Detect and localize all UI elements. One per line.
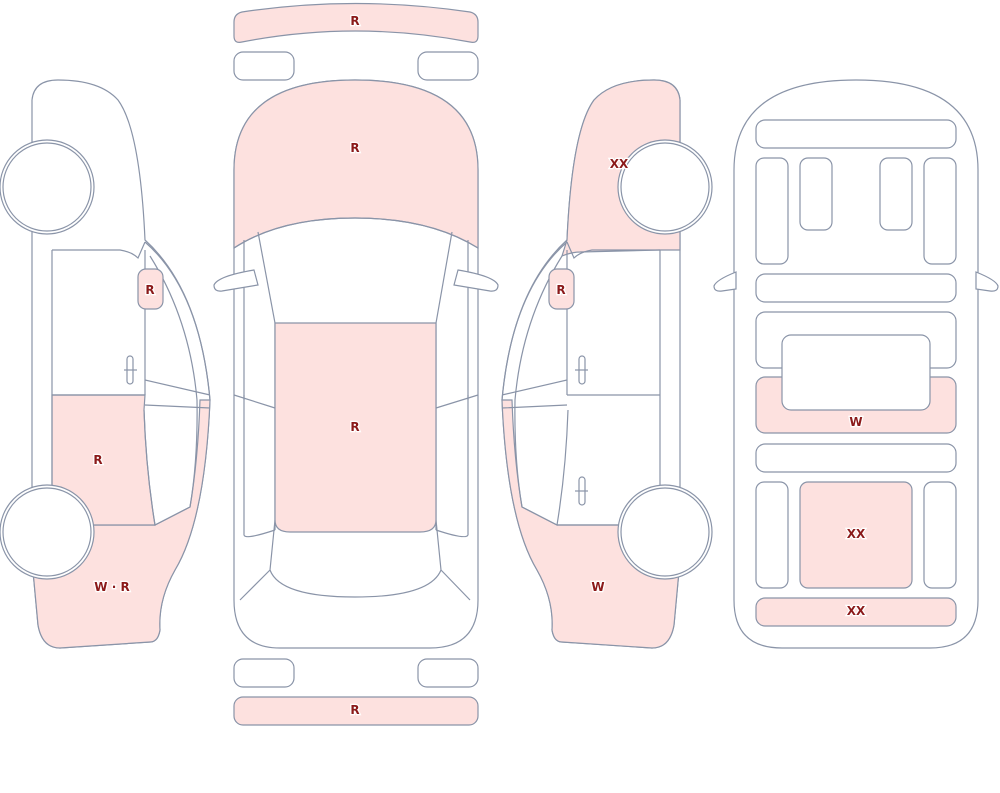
floor-front-right-inner[interactable] xyxy=(879,157,913,231)
floor-rear-right-rail[interactable] xyxy=(923,481,957,589)
rear-window xyxy=(233,394,479,601)
label-floor-trunk: XX xyxy=(847,604,866,618)
left-mirror[interactable] xyxy=(137,268,164,310)
rear-right-light[interactable] xyxy=(417,658,479,688)
label-left-rear-quarter: W · R xyxy=(94,580,129,594)
front-bumper[interactable] xyxy=(233,2,479,43)
label-right-mirror: R xyxy=(556,283,565,297)
right-pillar-lines xyxy=(501,241,568,409)
right-front-wheel xyxy=(617,139,713,235)
label-rear-bumper: R xyxy=(350,703,359,717)
left-side-view: R R W · R xyxy=(0,79,211,649)
underbody-right-mirror xyxy=(975,271,999,292)
floor-trunk-panel[interactable] xyxy=(755,597,957,627)
left-pillar-lines xyxy=(144,241,211,409)
floor-front-left-inner[interactable] xyxy=(799,157,833,231)
label-hood: R xyxy=(350,141,359,155)
floor-center-tunnel[interactable] xyxy=(781,334,931,411)
front-right-light[interactable] xyxy=(417,51,479,81)
label-roof: R xyxy=(350,420,359,434)
right-rear-wheel xyxy=(617,484,713,580)
left-front-wheel xyxy=(0,139,95,235)
label-floor-rear: XX xyxy=(847,527,866,541)
right-door-frame xyxy=(514,241,661,526)
rear-left-light[interactable] xyxy=(233,658,295,688)
rear-bumper[interactable] xyxy=(233,696,479,726)
left-rear-wheel xyxy=(0,484,95,580)
underbody-left-mirror xyxy=(713,271,737,292)
top-right-mirror[interactable] xyxy=(453,269,499,292)
label-front-bumper: R xyxy=(350,14,359,28)
left-rear-quarter-panel[interactable] xyxy=(31,399,211,649)
left-door-frame xyxy=(51,241,198,526)
top-view: R R R R xyxy=(213,2,499,726)
right-rear-quarter-panel[interactable] xyxy=(501,399,681,649)
label-right-front-fender: XX xyxy=(610,157,629,171)
floor-front-crossmember[interactable] xyxy=(755,119,957,149)
label-left-rear-door: R xyxy=(93,453,102,467)
floor-front-left-rail[interactable] xyxy=(755,157,789,265)
floor-dash-panel[interactable] xyxy=(755,273,957,303)
label-right-rear-quarter: W xyxy=(591,580,604,594)
floor-rear-crossmember[interactable] xyxy=(755,443,957,473)
label-left-mirror: R xyxy=(145,283,154,297)
floor-rear-left-rail[interactable] xyxy=(755,481,789,589)
right-mirror[interactable] xyxy=(548,268,575,310)
right-side-view xyxy=(501,79,713,649)
floor-front-right-rail[interactable] xyxy=(923,157,957,265)
label-floor-middle: W xyxy=(849,415,862,429)
top-left-mirror[interactable] xyxy=(213,269,259,292)
underbody-view: W XX XX xyxy=(713,79,999,649)
floor-rear-panel[interactable] xyxy=(799,481,913,589)
front-left-light[interactable] xyxy=(233,51,295,81)
